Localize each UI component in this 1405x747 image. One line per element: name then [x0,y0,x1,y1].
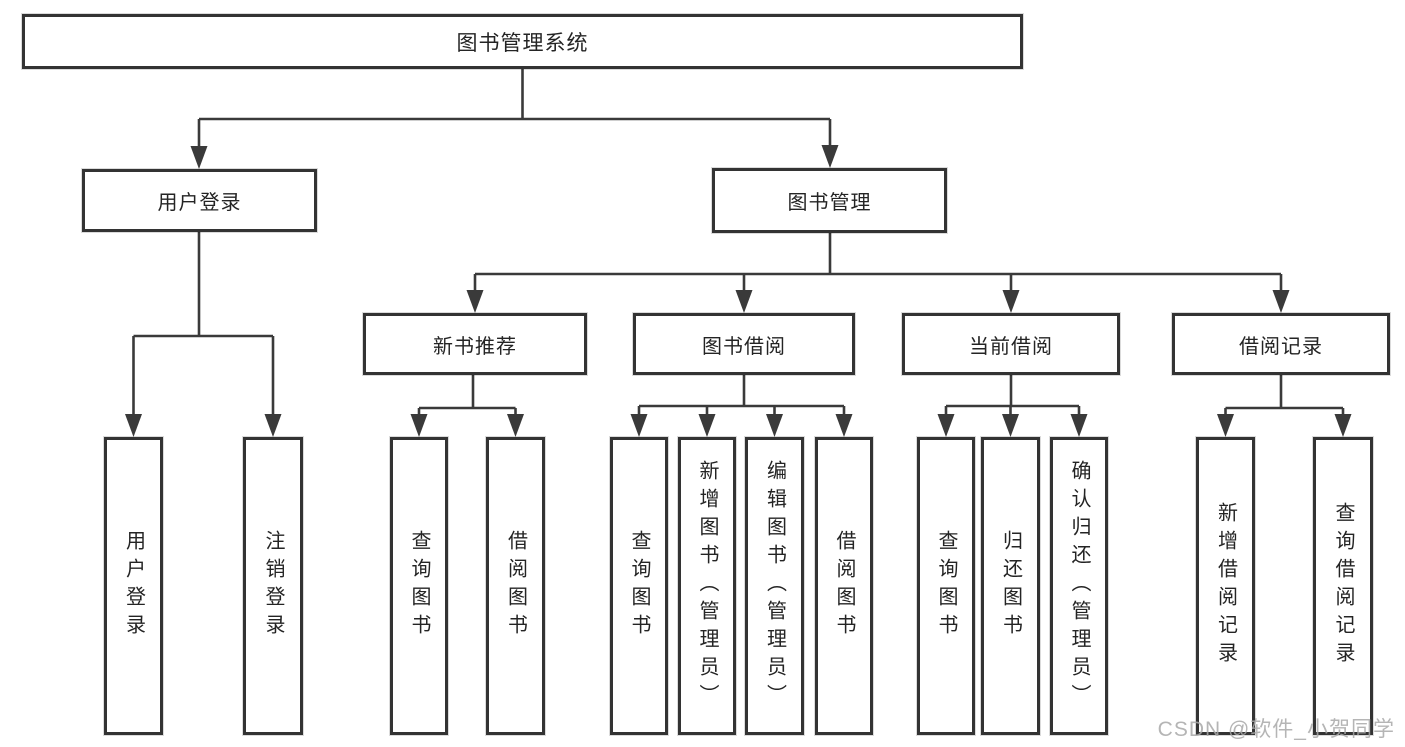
node-current-borrowing: 当前借阅 [902,313,1120,375]
node-label: 查询图书 [408,530,430,642]
node-label: 用户登录 [122,530,145,642]
node-leaf-borrow-books-rec: 借阅图书 [486,437,545,735]
node-borrowing-records: 借阅记录 [1172,313,1390,375]
node-user-login: 用户登录 [82,169,317,232]
node-leaf-query-borrow-record: 查询借阅记录 [1313,437,1373,735]
node-leaf-add-borrow-record: 新增借阅记录 [1196,437,1255,735]
node-label: 用户登录 [157,192,242,214]
node-library-management-system: 图书管理系统 [22,14,1023,69]
node-leaf-query-books-rec: 查询图书 [390,437,448,735]
node-label: 借阅记录 [1239,335,1323,358]
node-label: 图书借阅 [702,335,786,358]
node-label: 借阅图书 [504,530,527,642]
node-leaf-logout: 注销登录 [243,437,303,735]
csdn-watermark: CSDN @软件_小贺同学 [1157,718,1395,741]
node-label: 查询借阅记录 [1332,502,1354,670]
node-book-management: 图书管理 [712,168,947,233]
node-leaf-return-books: 归还图书 [981,437,1040,735]
node-label: 编辑图书（管理员） [763,460,786,712]
node-label: 归还图书 [999,530,1022,642]
node-label: 注销登录 [262,530,284,642]
node-label: 确认归还（管理员） [1068,460,1090,712]
node-leaf-user-login: 用户登录 [104,437,163,735]
node-leaf-borrow-books: 借阅图书 [815,437,873,735]
node-leaf-confirm-return-admin: 确认归还（管理员） [1050,437,1108,735]
node-label: 查询图书 [628,530,650,642]
node-label: 当前借阅 [969,335,1053,358]
node-label: 借阅图书 [833,530,855,642]
node-label: 新书推荐 [433,335,517,358]
node-leaf-query-books-current: 查询图书 [917,437,975,735]
node-label: 图书管理 [787,192,872,214]
node-new-book-recommendation: 新书推荐 [363,313,587,375]
node-book-borrowing: 图书借阅 [633,313,855,375]
node-label: 新增图书（管理员） [696,460,718,712]
node-label: 查询图书 [935,530,957,642]
node-leaf-add-books-admin: 新增图书（管理员） [678,437,736,735]
node-leaf-edit-books-admin: 编辑图书（管理员） [745,437,804,735]
node-label: 新增借阅记录 [1214,502,1237,670]
node-label: 图书管理系统 [456,31,589,55]
node-leaf-query-books-borrow: 查询图书 [610,437,668,735]
